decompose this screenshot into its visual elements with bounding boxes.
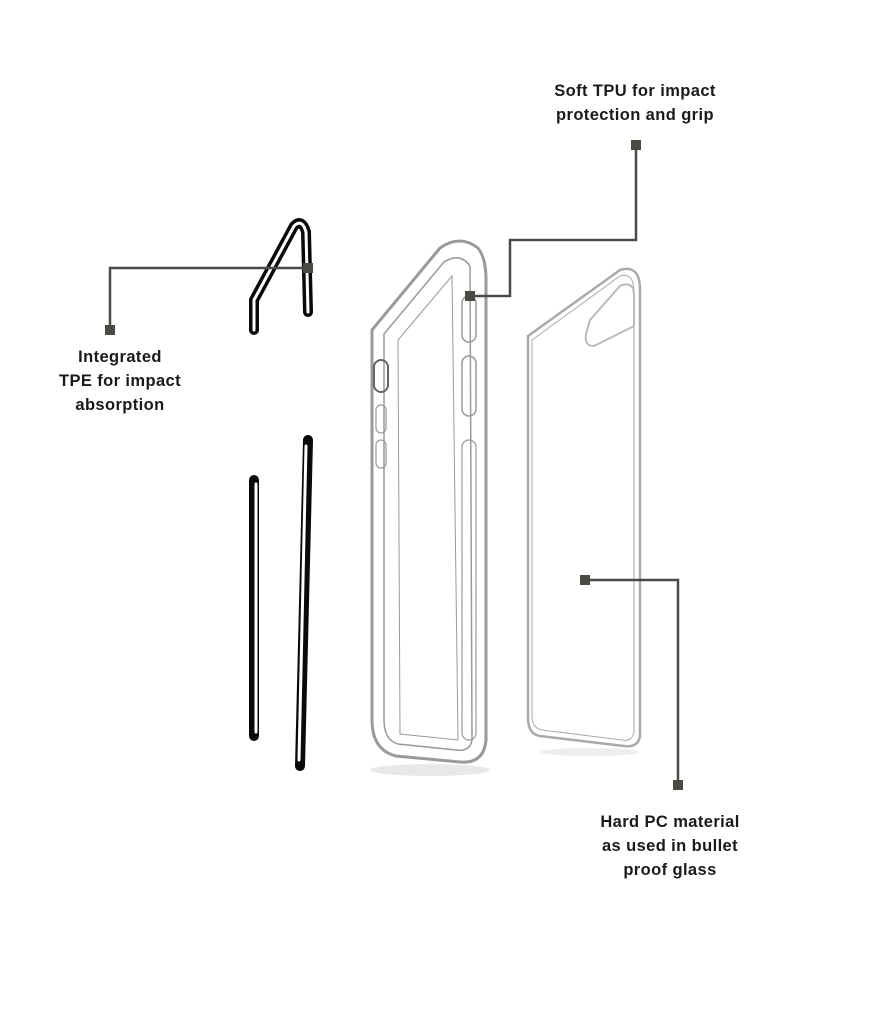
callout-line: Hard PC material xyxy=(600,813,740,831)
callout-line: Integrated xyxy=(78,348,162,366)
callout-line: TPE for impact xyxy=(58,372,182,390)
bumper-frame xyxy=(370,239,490,776)
leader-tpe xyxy=(105,263,313,335)
callout-line: protection and grip xyxy=(556,106,714,124)
tpe-side-piece-long xyxy=(295,435,313,771)
tpe-corner-piece xyxy=(249,218,313,335)
callout-line: as used in bullet xyxy=(601,837,739,855)
leader-pc xyxy=(580,575,683,790)
callout-line: Soft TPU for impact xyxy=(554,82,716,100)
callout-pc: Hard PC material as used in bullet proof… xyxy=(570,810,770,882)
callout-tpu: Soft TPU for impact protection and grip xyxy=(520,79,750,127)
callout-tpe: Integrated TPE for impact absorption xyxy=(20,345,220,417)
callout-line: proof glass xyxy=(623,861,717,879)
back-panel xyxy=(526,267,642,756)
leader-tpu xyxy=(465,140,641,301)
callout-line: absorption xyxy=(75,396,165,414)
tpe-side-piece-short xyxy=(249,475,259,741)
